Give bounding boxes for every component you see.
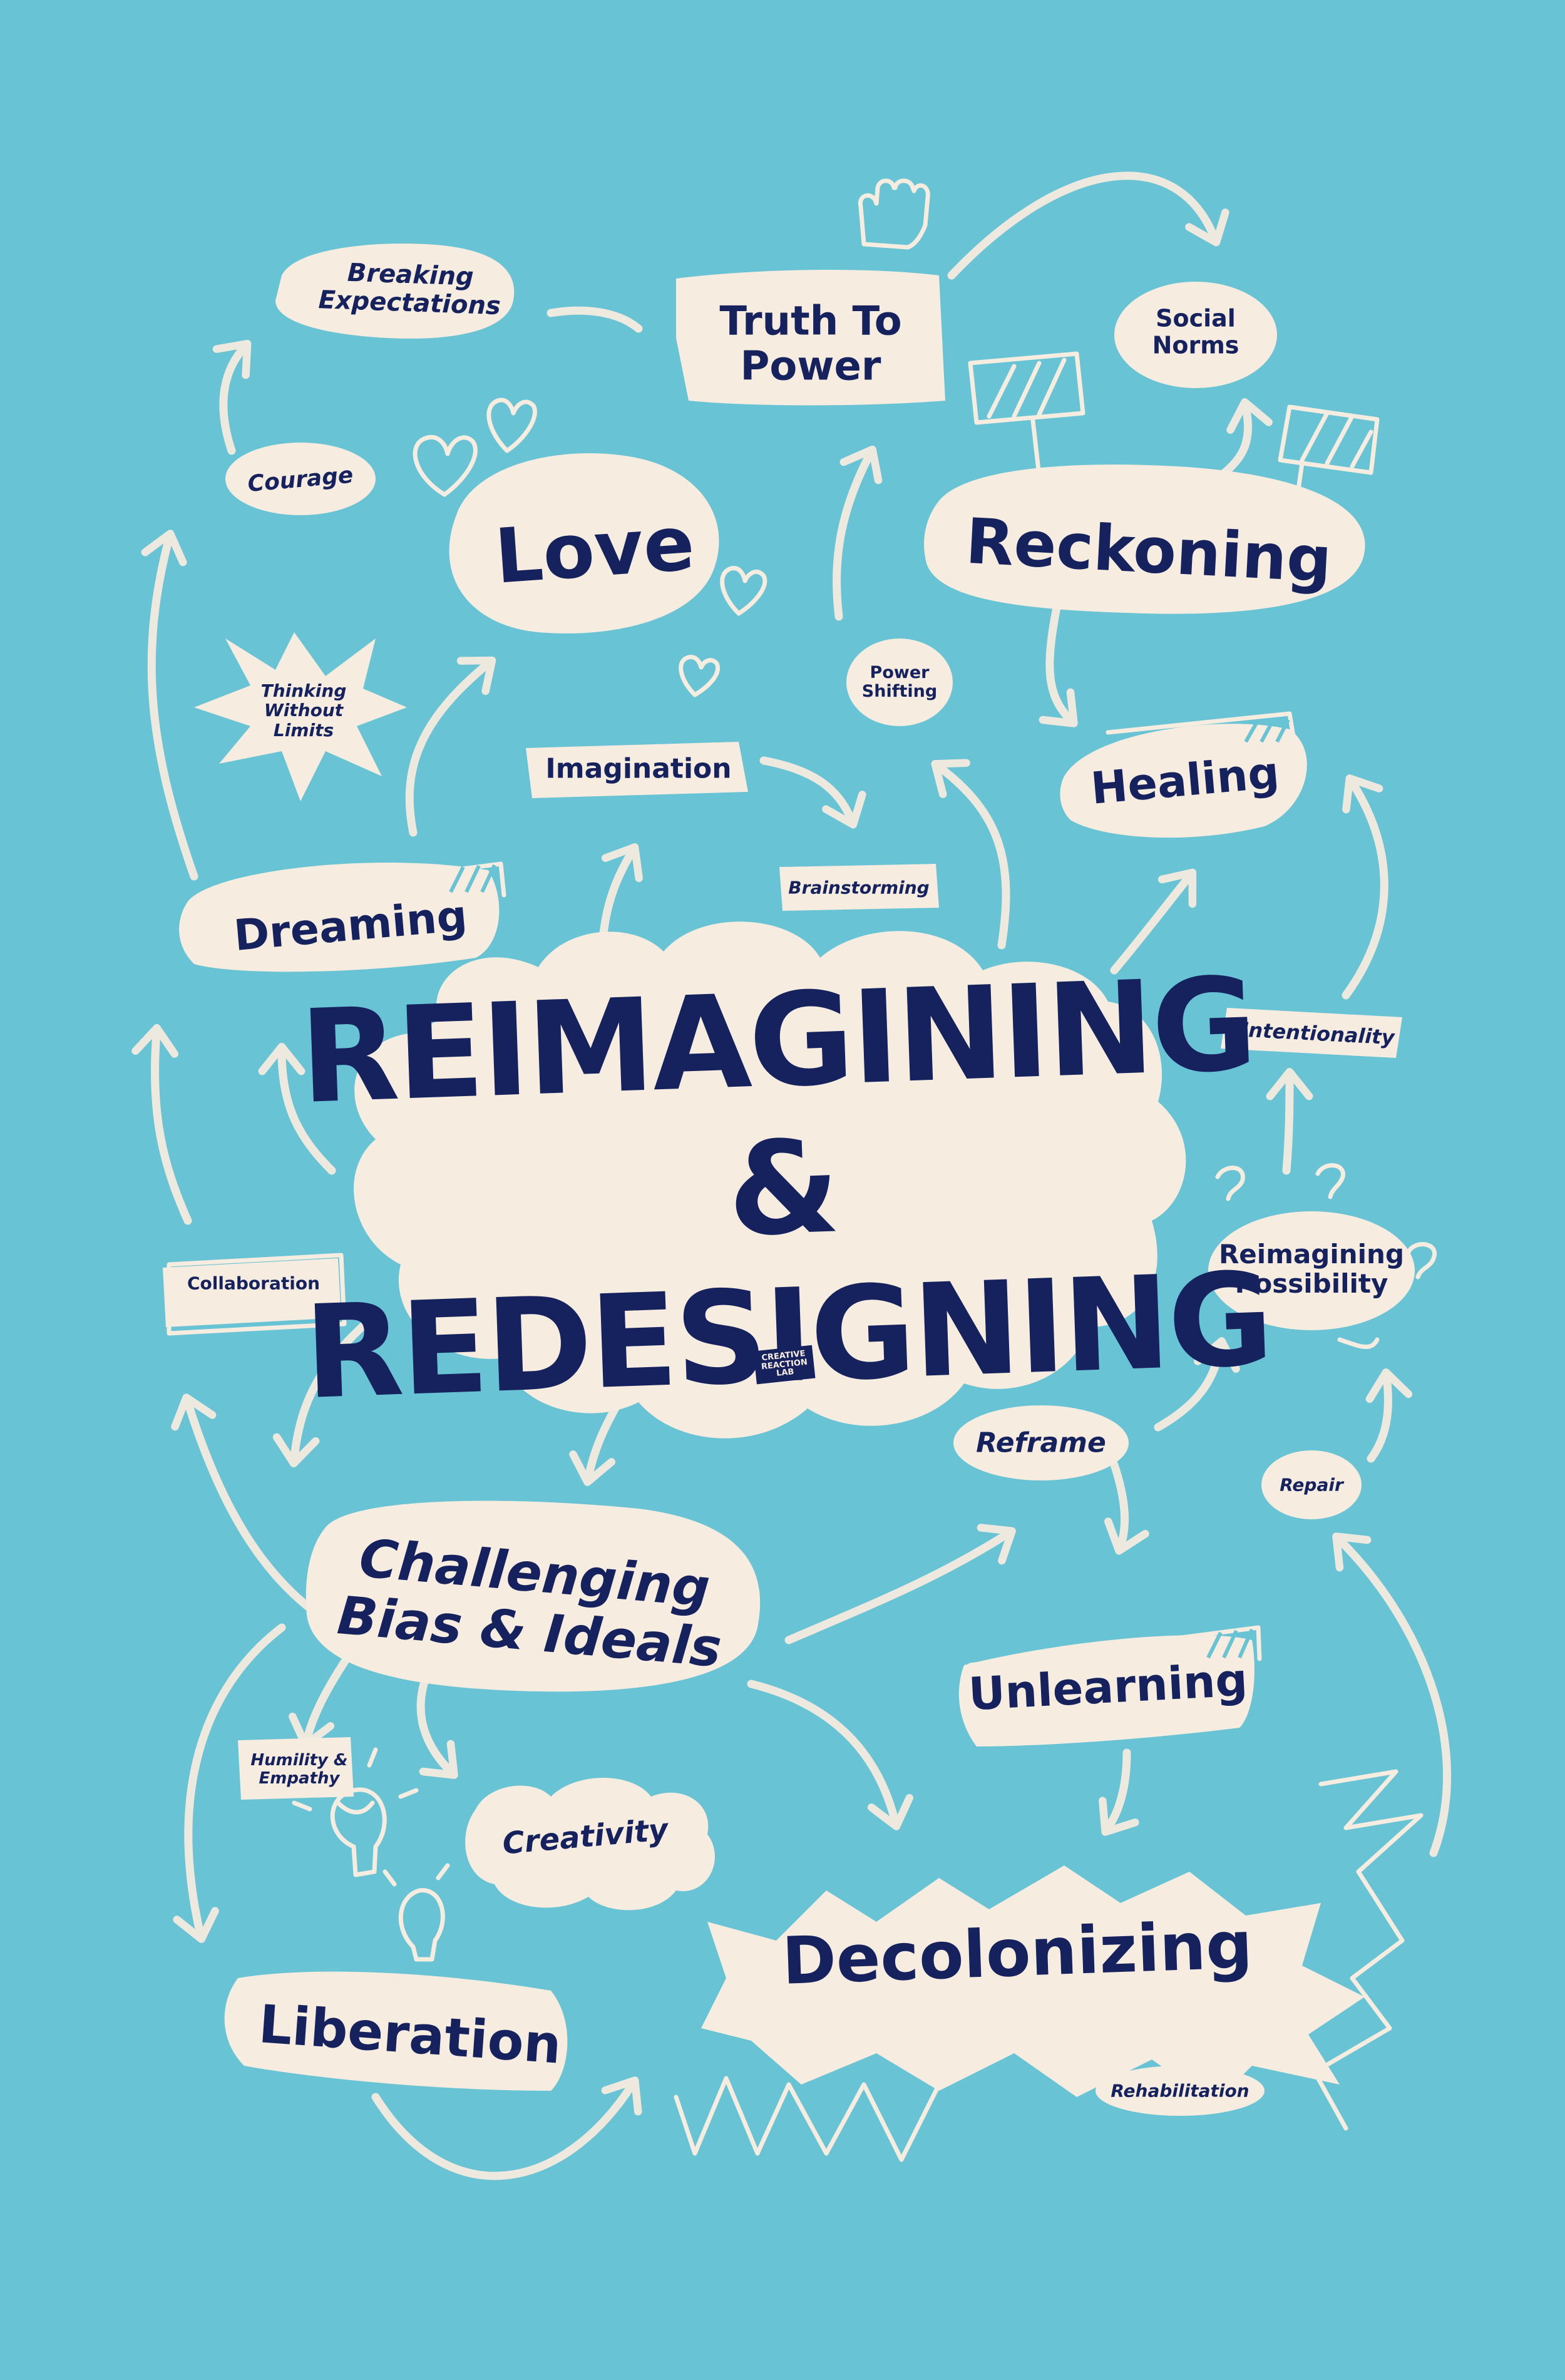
node-truth-to-power: Truth To Power (719, 298, 902, 389)
hatched-accents (167, 711, 1298, 1668)
heart-icon (413, 398, 767, 697)
central-cloud (354, 921, 1186, 1439)
question-mark-doodles (1215, 1163, 1437, 1350)
node-rehabilitation: Rehabilitation (1111, 2080, 1249, 2101)
connector-arrows (131, 172, 1452, 2180)
lightbulb-icon (292, 1747, 450, 1962)
zigzag-doodle (674, 1769, 1424, 2162)
node-breaking-expectations: Breaking Expectations (317, 258, 501, 321)
node-social-norms: Social Norms (1152, 304, 1239, 359)
protest-sign-icon (968, 351, 1380, 510)
node-brainstorming: Brainstorming (788, 877, 930, 898)
node-humility-empathy: Humility & Empathy (250, 1750, 348, 1788)
node-reframe: Reframe (976, 1427, 1106, 1459)
node-repair: Repair (1280, 1474, 1343, 1495)
bubble-shapes (163, 244, 1415, 2116)
raised-fist-icon (858, 178, 930, 250)
node-reimagining-possibility: Reimagining Possibility (1218, 1238, 1405, 1299)
node-thinking-without-limits: Thinking Without Limits (260, 680, 347, 741)
node-collaboration: Collaboration (187, 1273, 321, 1294)
node-love: Love (492, 500, 697, 601)
node-power-shifting: Power Shifting (861, 662, 938, 701)
node-imagination: Imagination (545, 752, 732, 785)
node-decolonizing: Decolonizing (781, 1906, 1254, 1999)
creative-reaction-lab-logo: CREATIVE REACTION LAB (753, 1345, 816, 1385)
